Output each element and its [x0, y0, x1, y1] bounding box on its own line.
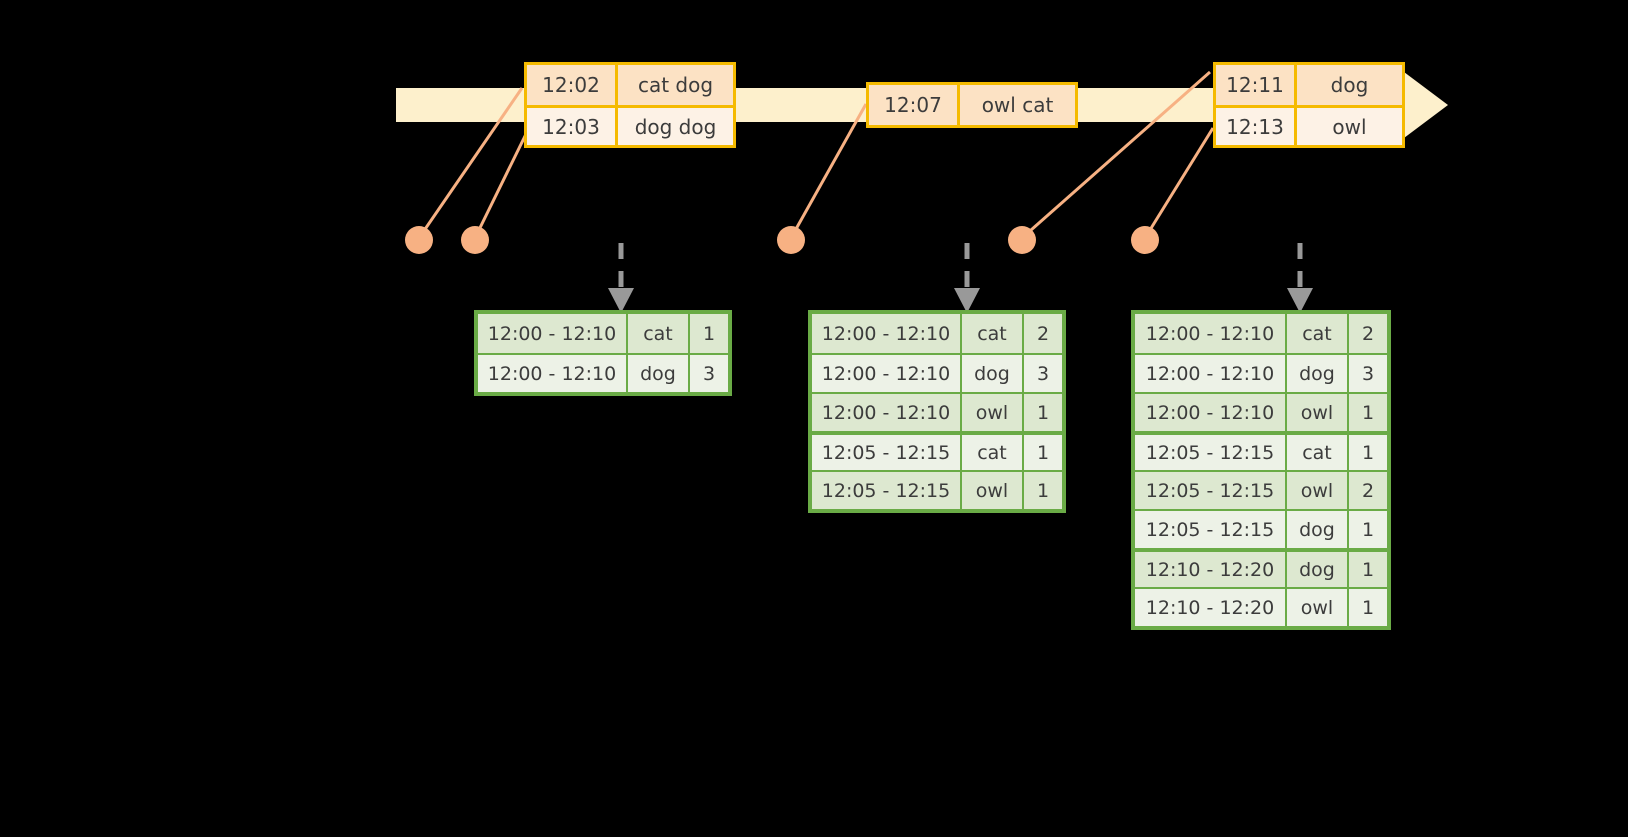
cell-window: 12:05 - 12:15 — [1135, 472, 1285, 509]
cell-word: dog — [1285, 552, 1347, 587]
cell-window: 12:00 - 12:10 — [1135, 394, 1285, 431]
event-words: dog dog — [615, 108, 733, 145]
cell-word: owl — [960, 472, 1022, 509]
cell-count: 1 — [1022, 435, 1062, 470]
cell-count: 1 — [1347, 435, 1387, 470]
connector-line-5 — [1143, 127, 1215, 239]
cell-word: dog — [960, 355, 1022, 392]
event-dot-4 — [1008, 226, 1036, 254]
cell-window: 12:00 - 12:10 — [1135, 314, 1285, 353]
cell-window: 12:00 - 12:10 — [812, 355, 960, 392]
cell-count: 1 — [1022, 472, 1062, 509]
event-time: 12:11 — [1216, 65, 1294, 105]
cell-window: 12:00 - 12:10 — [478, 314, 626, 353]
event-words: dog — [1294, 65, 1402, 105]
cell-word: dog — [1285, 355, 1347, 392]
cell-word: owl — [960, 394, 1022, 431]
event-group-2: 12:07 owl cat — [866, 82, 1078, 128]
cell-count: 1 — [1347, 552, 1387, 587]
cell-count: 1 — [1347, 589, 1387, 626]
cell-word: cat — [960, 314, 1022, 353]
connector-line-2 — [473, 131, 529, 239]
event-group-3: 12:11 dog 12:13 owl — [1213, 62, 1405, 148]
cell-word: dog — [626, 355, 688, 392]
event-row: 12:07 owl cat — [869, 85, 1075, 125]
event-time: 12:07 — [869, 85, 957, 125]
event-words: owl cat — [957, 85, 1075, 125]
event-time: 12:13 — [1216, 108, 1294, 145]
event-dot-2 — [461, 226, 489, 254]
cell-window: 12:05 - 12:15 — [1135, 511, 1285, 548]
event-time: 12:03 — [527, 108, 615, 145]
event-row: 12:02 cat dog — [527, 65, 733, 105]
event-words: cat dog — [615, 65, 733, 105]
event-words: owl — [1294, 108, 1402, 145]
event-dot-3 — [777, 226, 805, 254]
cell-count: 3 — [1022, 355, 1062, 392]
cell-count: 1 — [1347, 511, 1387, 548]
cell-window: 12:10 - 12:20 — [1135, 552, 1285, 587]
cell-word: owl — [1285, 472, 1347, 509]
event-row: 12:03 dog dog — [527, 105, 733, 145]
cell-window: 12:10 - 12:20 — [1135, 589, 1285, 626]
cell-word: cat — [1285, 314, 1347, 353]
cell-word: dog — [1285, 511, 1347, 548]
cell-count: 3 — [688, 355, 728, 392]
event-group-1: 12:02 cat dog 12:03 dog dog — [524, 62, 736, 148]
cell-word: owl — [1285, 394, 1347, 431]
cell-word: cat — [1285, 435, 1347, 470]
event-row: 12:13 owl — [1216, 105, 1402, 145]
cell-window: 12:05 - 12:15 — [812, 472, 960, 509]
cell-count: 2 — [1347, 472, 1387, 509]
cell-window: 12:05 - 12:15 — [812, 435, 960, 470]
cell-word: owl — [1285, 589, 1347, 626]
cell-count: 1 — [1022, 394, 1062, 431]
cell-window: 12:00 - 12:10 — [812, 394, 960, 431]
cell-window: 12:00 - 12:10 — [812, 314, 960, 353]
cell-count: 1 — [688, 314, 728, 353]
event-dot-5 — [1131, 226, 1159, 254]
cell-count: 2 — [1347, 314, 1387, 353]
cell-window: 12:00 - 12:10 — [478, 355, 626, 392]
event-row: 12:11 dog — [1216, 65, 1402, 105]
cell-count: 2 — [1022, 314, 1062, 353]
cell-word: cat — [626, 314, 688, 353]
connector-line-3 — [789, 103, 868, 239]
event-time: 12:02 — [527, 65, 615, 105]
cell-count: 1 — [1347, 394, 1387, 431]
cell-window: 12:00 - 12:10 — [1135, 355, 1285, 392]
cell-word: cat — [960, 435, 1022, 470]
cell-count: 3 — [1347, 355, 1387, 392]
event-dot-1 — [405, 226, 433, 254]
cell-window: 12:05 - 12:15 — [1135, 435, 1285, 470]
